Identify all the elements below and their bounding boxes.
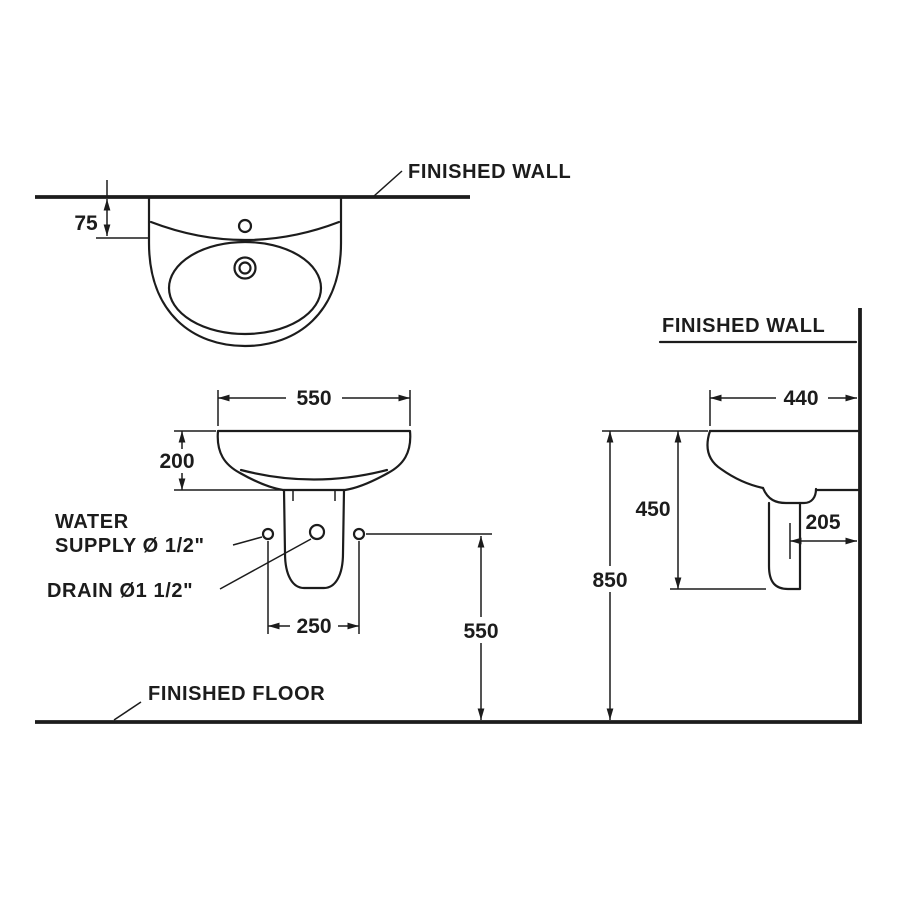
dim-200-mask [154, 449, 200, 473]
side-view-wall-group: FINISHED WALL [658, 308, 862, 722]
basin-bowl [167, 240, 323, 336]
basin-top-outline [147, 196, 343, 348]
water-supply-leader [232, 536, 263, 546]
dim-550-height: 550 [366, 533, 506, 720]
pedestal-front-outline [282, 488, 346, 590]
dim-250-text: 250 [296, 615, 331, 638]
finished-floor-label: FINISHED FLOOR [148, 683, 325, 705]
top-view-basin [147, 196, 343, 348]
dim-200-text: 200 [159, 450, 194, 473]
finished-wall-label-side: FINISHED WALL [662, 315, 825, 337]
basin-side-overflow-detail [761, 486, 818, 505]
dim-250: 250 [267, 541, 360, 638]
water-supply-label-group: WATER SUPPLY Ø 1/2" [55, 511, 263, 557]
drain-point [308, 523, 326, 541]
dim-205: 205 [789, 511, 857, 559]
basin-front-outline [216, 429, 412, 492]
drain-label-group: DRAIN Ø1 1/2" [47, 538, 312, 602]
dim-250-mask [290, 613, 338, 638]
dim-550-width: 550 [217, 384, 411, 426]
dim-550w-text: 550 [296, 387, 331, 410]
front-view-basin [216, 429, 412, 590]
water-supply-point-right [352, 527, 366, 541]
top-view-wall-group: FINISHED WALL [35, 161, 571, 199]
dim-75-text: 75 [74, 212, 98, 235]
floor-group: FINISHED FLOOR [35, 683, 862, 724]
basin-front-bowl-line [239, 468, 389, 481]
water-supply-point-left [261, 527, 275, 541]
dim-550w-mask [286, 384, 342, 410]
finished-wall-label-top: FINISHED WALL [408, 161, 571, 183]
dim-440-mask [776, 384, 828, 410]
overflow-outer-circle [233, 256, 257, 280]
faucet-hole [237, 218, 253, 234]
dim-75: 75 [74, 180, 149, 239]
dim-550h-mask [456, 617, 506, 643]
basin-side-front-profile [706, 429, 765, 490]
dim-200: 200 [154, 430, 281, 491]
dim-850-mask [586, 566, 634, 592]
pedestal-side-outline [767, 501, 802, 591]
dim-450: 450 [602, 430, 766, 590]
overflow-inner-circle [238, 261, 252, 275]
dim-440-text: 440 [783, 387, 818, 410]
dim-550h-text: 550 [463, 620, 498, 643]
drain-leader [219, 538, 312, 590]
water-supply-label-line2: SUPPLY Ø 1/2" [55, 535, 205, 557]
side-view-basin [706, 429, 860, 591]
water-supply-label-line1: WATER [55, 511, 129, 533]
finished-wall-leader-top [373, 170, 403, 197]
basin-back-ledge-arc [149, 220, 341, 242]
finished-floor-leader [113, 701, 142, 721]
dim-450-text: 450 [635, 498, 670, 521]
dim-850: 850 [586, 431, 634, 720]
dim-205-text: 205 [805, 511, 840, 534]
dim-850-text: 850 [592, 569, 627, 592]
dim-440: 440 [709, 384, 857, 426]
drain-label: DRAIN Ø1 1/2" [47, 580, 193, 602]
